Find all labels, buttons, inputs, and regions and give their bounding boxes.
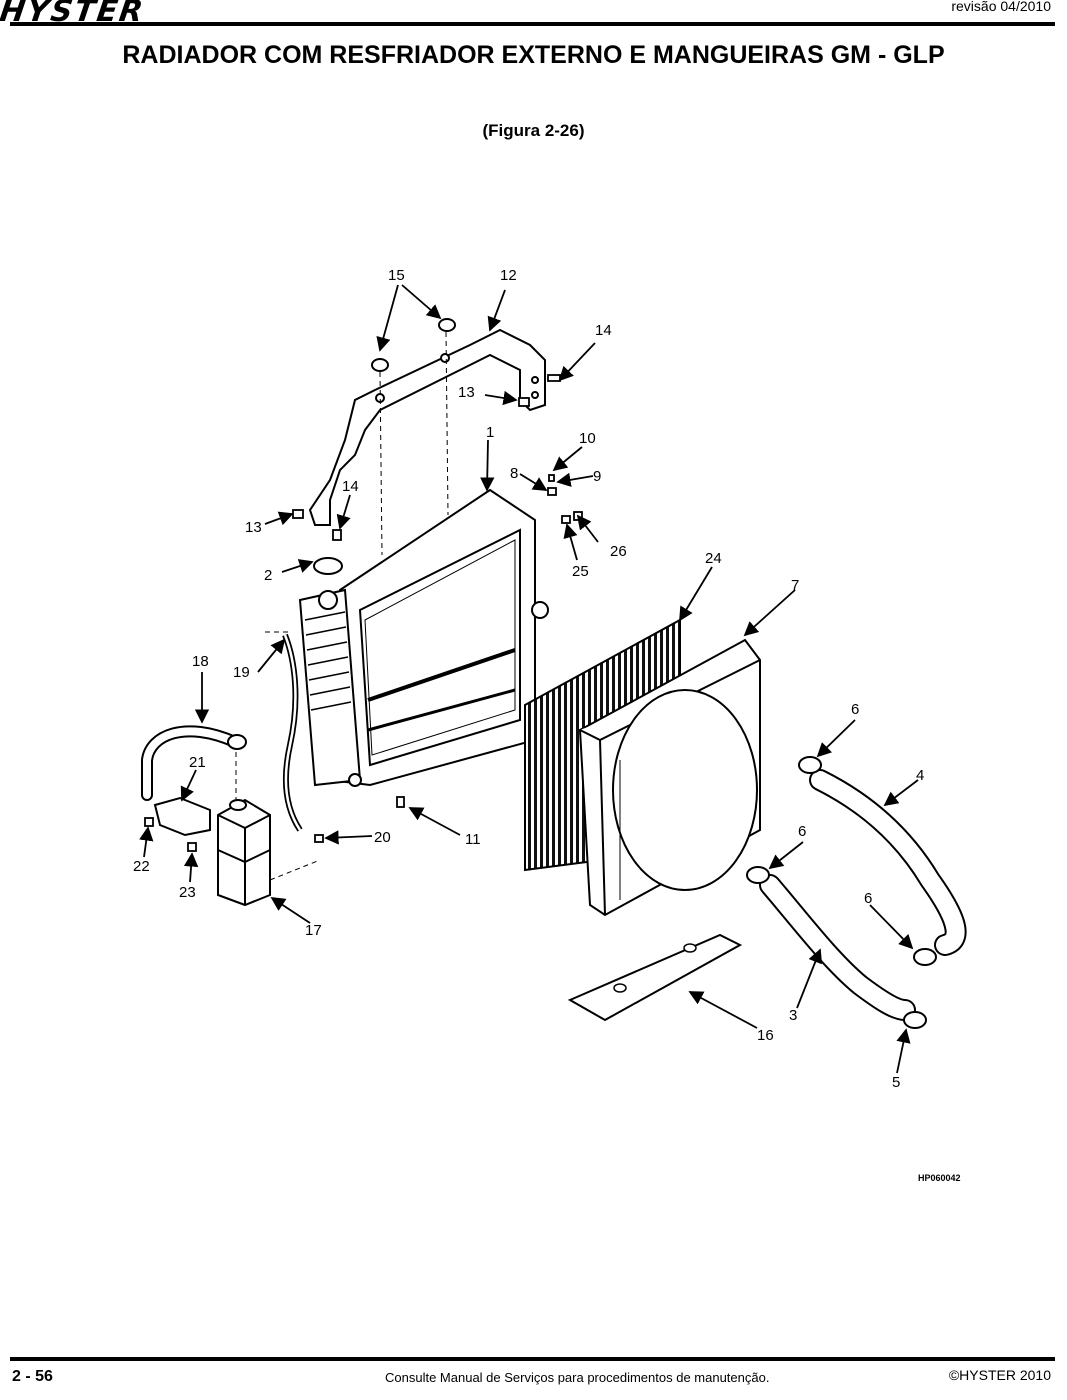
callout-3: 3 [789, 1007, 797, 1024]
callout-19: 19 [233, 664, 250, 681]
callout-17: 17 [305, 922, 322, 939]
revision-label: revisão 04/2010 [951, 0, 1051, 14]
callout-4: 4 [916, 767, 924, 784]
callout-7: 7 [791, 577, 799, 594]
callout-16: 16 [757, 1027, 774, 1044]
top-bracket [308, 328, 546, 526]
callout-10: 10 [579, 430, 596, 447]
callout-2: 2 [264, 567, 272, 584]
callout-25: 25 [572, 563, 589, 580]
figure-reference: (Figura 2-26) [482, 121, 585, 140]
overflow-hose [143, 727, 239, 799]
callout-5: 5 [892, 1074, 900, 1091]
callout-20: 20 [374, 829, 391, 846]
callout-6b: 6 [798, 823, 806, 840]
callout-18: 18 [192, 653, 209, 670]
callout-22: 22 [133, 858, 150, 875]
copyright: ©HYSTER 2010 [948, 1367, 1051, 1383]
callout-labels: 1 2 3 4 5 6 6 6 7 8 9 10 11 12 13 13 14 … [133, 267, 924, 1091]
page-title: RADIADOR COM RESFRIADOR EXTERNO E MANGUE… [122, 41, 945, 69]
footer-note: Consulte Manual de Serviços para procedi… [385, 1370, 770, 1385]
callout-1: 1 [486, 424, 494, 441]
callout-23: 23 [179, 884, 196, 901]
header-rule [10, 22, 1055, 26]
radiator-core [298, 488, 549, 787]
leader-arrows [139, 284, 919, 1074]
coolant-reservoir [217, 798, 271, 907]
footer-rule [10, 1357, 1055, 1361]
alignment-lines [235, 331, 449, 881]
callout-14a: 14 [595, 322, 612, 339]
callout-6a: 6 [851, 701, 859, 718]
callout-26: 26 [610, 543, 627, 560]
callout-21: 21 [189, 754, 206, 771]
callout-24: 24 [705, 550, 722, 567]
overflow-tube [283, 634, 302, 831]
callout-9: 9 [593, 468, 601, 485]
radiator-cap [313, 557, 343, 575]
callout-13a: 13 [458, 384, 475, 401]
callout-8: 8 [510, 465, 518, 482]
callout-12: 12 [500, 267, 517, 284]
upper-hose-outline [809, 769, 967, 956]
hose-clamps [746, 756, 937, 1029]
upper-hose [811, 771, 965, 954]
callout-15: 15 [388, 267, 405, 284]
reservoir-bracket [153, 796, 211, 837]
fan-shroud [578, 638, 761, 917]
bottom-plate [567, 933, 743, 1022]
drawing-code: HP060042 [918, 1173, 961, 1183]
callout-14b: 14 [342, 478, 359, 495]
callout-11: 11 [465, 831, 481, 848]
page-number: 2 - 56 [12, 1368, 53, 1385]
lower-hose [761, 876, 914, 1019]
callout-6c: 6 [864, 890, 872, 907]
rubber-mounts [371, 318, 456, 372]
callout-13b: 13 [245, 519, 262, 536]
